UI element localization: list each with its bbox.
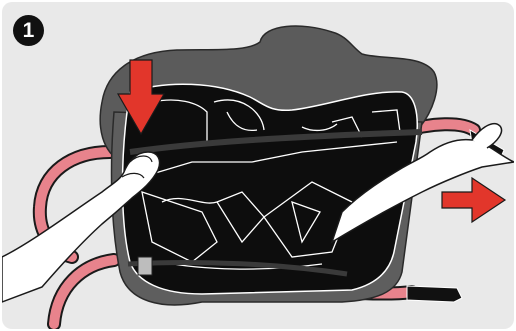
left-hand (2, 151, 161, 303)
step-number-badge: 1 (13, 15, 44, 46)
arrow-right-icon (441, 176, 507, 224)
buckle-bottom-right (406, 285, 463, 303)
cross-strap (129, 129, 423, 155)
arrow-down-icon (116, 59, 166, 136)
strap-clip-left (137, 256, 153, 276)
lower-strap (127, 259, 348, 277)
right-hand (330, 138, 514, 244)
right-fingers (471, 122, 503, 149)
